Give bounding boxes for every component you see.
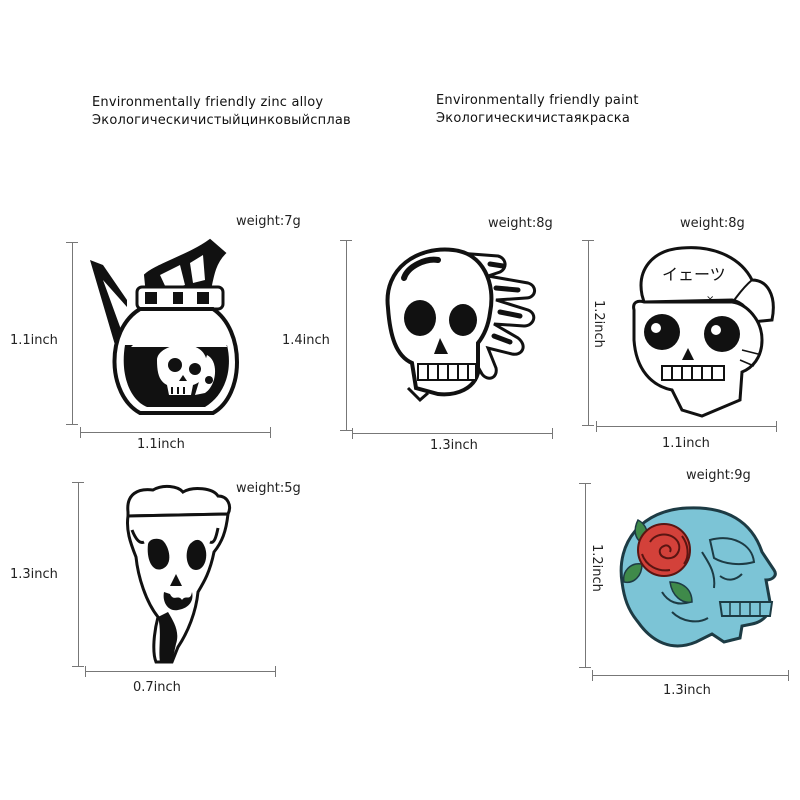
weight-label: weight:8g xyxy=(680,216,745,231)
width-tick-left xyxy=(85,666,86,677)
height-tick-top xyxy=(66,242,78,243)
svg-text:×: × xyxy=(706,294,714,305)
width-dimension-line xyxy=(592,675,788,676)
height-tick-bottom xyxy=(340,430,352,431)
weight-label: weight:8g xyxy=(488,216,553,231)
height-label: 1.2inch xyxy=(591,300,606,348)
height-tick-bottom xyxy=(582,425,594,426)
width-tick-left xyxy=(352,428,353,439)
height-tick-top xyxy=(579,483,591,484)
height-label: 1.4inch xyxy=(282,333,330,348)
weight-label: weight:5g xyxy=(236,481,301,496)
height-dimension-line xyxy=(588,240,589,425)
height-tick-top xyxy=(582,240,594,241)
blue-skull-rose-icon xyxy=(619,506,777,648)
height-dimension-line xyxy=(78,482,79,666)
height-label: 1.2inch xyxy=(589,544,604,592)
width-tick-right xyxy=(275,666,276,677)
paint-caption-en: Environmentally friendly paint xyxy=(436,93,639,108)
width-label: 0.7inch xyxy=(133,680,181,695)
width-tick-right xyxy=(552,428,553,439)
paint-caption: Environmentally friendly paint Экологиче… xyxy=(436,92,639,128)
skull-cap-icon: イェーツ × xyxy=(632,246,775,418)
paint-caption-ru: Экологическичистаякраска xyxy=(436,111,631,126)
width-tick-right xyxy=(776,421,777,432)
width-dimension-line xyxy=(85,671,275,672)
skull-pizza-icon xyxy=(126,484,232,664)
weight-label: weight:9g xyxy=(686,468,751,483)
svg-text:イェーツ: イェーツ xyxy=(662,265,726,284)
width-label: 1.1inch xyxy=(662,436,710,451)
height-dimension-line xyxy=(585,483,586,667)
width-label: 1.1inch xyxy=(137,437,185,452)
width-tick-right xyxy=(270,427,271,438)
height-label: 1.3inch xyxy=(10,567,58,582)
width-label: 1.3inch xyxy=(430,438,478,453)
height-tick-bottom xyxy=(72,666,84,667)
height-tick-top xyxy=(72,482,84,483)
alloy-caption-en: Environmentally friendly zinc alloy xyxy=(92,95,324,110)
melting-skull-icon xyxy=(385,247,536,403)
width-dimension-line xyxy=(80,432,270,433)
alloy-caption-ru: Экологическичистыйцинковыйсплав xyxy=(92,113,351,128)
width-tick-left xyxy=(596,421,597,432)
height-tick-bottom xyxy=(66,424,78,425)
height-dimension-line xyxy=(72,242,73,424)
width-tick-right xyxy=(788,670,789,681)
height-tick-top xyxy=(340,240,352,241)
skull-coffee-pot-icon xyxy=(90,238,239,415)
height-dimension-line xyxy=(346,240,347,430)
width-label: 1.3inch xyxy=(663,683,711,698)
width-dimension-line xyxy=(596,426,776,427)
width-dimension-line xyxy=(352,433,552,434)
width-tick-left xyxy=(80,427,81,438)
weight-label: weight:7g xyxy=(236,214,301,229)
height-tick-bottom xyxy=(579,667,591,668)
alloy-caption: Environmentally friendly zinc alloy Экол… xyxy=(92,94,351,130)
width-tick-left xyxy=(592,670,593,681)
height-label: 1.1inch xyxy=(10,333,58,348)
